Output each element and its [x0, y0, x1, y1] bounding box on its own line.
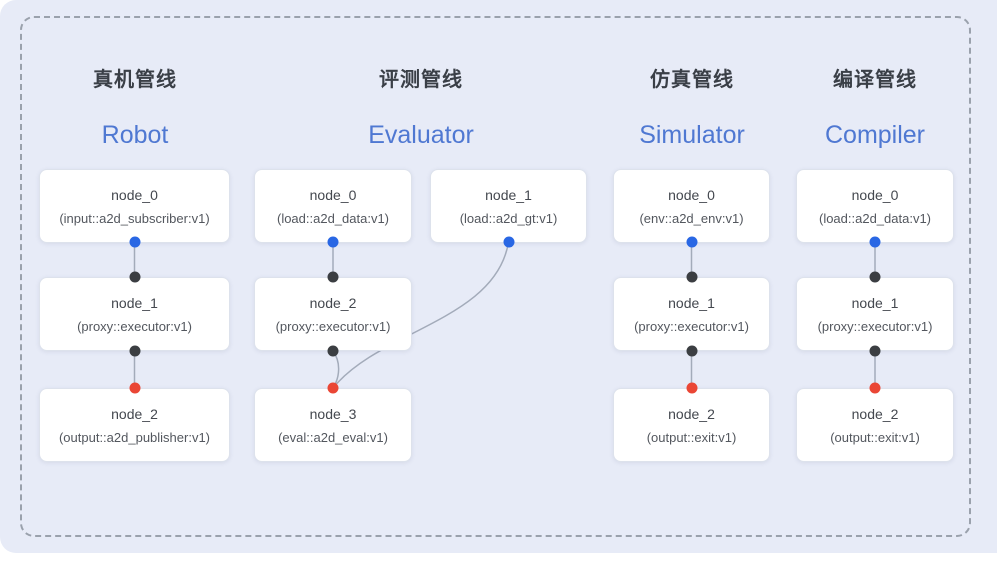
- node-box-evaluator-node3: node_3 (eval::a2d_eval:v1): [254, 388, 412, 462]
- node-name: node_2: [851, 405, 899, 422]
- input-port-dot-black: [129, 271, 140, 283]
- pipeline-title-en-robot: Robot: [101, 121, 169, 149]
- node-box-compiler-node0: node_0 (load::a2d_data:v1): [796, 169, 954, 243]
- node-type: (eval::a2d_eval:v1): [278, 429, 388, 445]
- output-port-dot-blue: [503, 236, 514, 248]
- node-box-simulator-node1: node_1 (proxy::executor:v1): [613, 277, 770, 351]
- pipeline-title-zh-compiler: 编译管线: [833, 69, 917, 91]
- node-box-evaluator-node1: node_1 (load::a2d_gt:v1): [430, 169, 587, 243]
- node-type: (proxy::executor:v1): [77, 318, 192, 334]
- node-type: (input::a2d_subscriber:v1): [59, 210, 210, 226]
- node-type: (proxy::executor:v1): [634, 318, 749, 334]
- pipeline-title-zh-robot: 真机管线: [93, 69, 177, 91]
- node-box-robot-node0: node_0 (input::a2d_subscriber:v1): [39, 169, 230, 243]
- input-port-dot-black: [869, 271, 881, 283]
- node-box-evaluator-node0: node_0 (load::a2d_data:v1): [254, 169, 412, 243]
- input-port-dot-black: [327, 271, 339, 283]
- node-name: node_2: [309, 294, 357, 311]
- input-port-dot-red: [327, 382, 339, 394]
- node-name: node_0: [668, 186, 715, 203]
- input-port-dot-black: [686, 271, 697, 283]
- node-type: (output::a2d_publisher:v1): [58, 429, 211, 445]
- node-type: (proxy::executor:v1): [817, 318, 933, 334]
- output-port-dot-blue: [686, 236, 697, 248]
- output-port-dot-blue: [869, 236, 881, 248]
- node-box-simulator-node0: node_0 (env::a2d_env:v1): [613, 169, 770, 243]
- input-port-dot-red: [129, 382, 140, 394]
- node-box-compiler-node1: node_1 (proxy::executor:v1): [796, 277, 954, 351]
- node-name: node_1: [111, 294, 158, 311]
- pipeline-title-en-evaluator: Evaluator: [368, 121, 474, 149]
- pipeline-title-zh-evaluator: 评测管线: [379, 69, 463, 91]
- output-port-dot-blue: [129, 236, 140, 248]
- input-port-dot-red: [686, 382, 697, 394]
- node-type: (load::a2d_gt:v1): [459, 210, 558, 226]
- output-port-dot-black: [327, 345, 339, 357]
- output-port-dot-blue: [327, 236, 339, 248]
- node-box-robot-node1: node_1 (proxy::executor:v1): [39, 277, 230, 351]
- node-name: node_0: [851, 186, 899, 203]
- node-box-evaluator-node2: node_2 (proxy::executor:v1): [254, 277, 412, 351]
- dashed-border-frame: [20, 16, 971, 537]
- pipeline-title-en-compiler: Compiler: [824, 121, 926, 149]
- output-port-dot-black: [686, 345, 697, 357]
- output-port-dot-black: [869, 345, 881, 357]
- node-name: node_0: [111, 186, 158, 203]
- node-type: (load::a2d_data:v1): [276, 210, 390, 226]
- pipeline-title-zh-simulator: 仿真管线: [650, 69, 734, 91]
- node-name: node_2: [668, 405, 715, 422]
- node-name: node_1: [485, 186, 532, 203]
- node-name: node_0: [309, 186, 357, 203]
- node-box-robot-node2: node_2 (output::a2d_publisher:v1): [39, 388, 230, 462]
- node-name: node_2: [111, 405, 158, 422]
- pipeline-title-en-simulator: Simulator: [639, 121, 745, 149]
- output-port-dot-black: [129, 345, 140, 357]
- node-box-compiler-node2: node_2 (output::exit:v1): [796, 388, 954, 462]
- node-box-simulator-node2: node_2 (output::exit:v1): [613, 388, 770, 462]
- node-name: node_3: [309, 405, 357, 422]
- node-type: (load::a2d_data:v1): [818, 210, 932, 226]
- node-type: (proxy::executor:v1): [275, 318, 391, 334]
- node-name: node_1: [851, 294, 899, 311]
- node-type: (output::exit:v1): [646, 429, 737, 445]
- node-type: (output::exit:v1): [830, 429, 920, 445]
- input-port-dot-red: [869, 382, 881, 394]
- node-type: (env::a2d_env:v1): [639, 210, 744, 226]
- node-name: node_1: [668, 294, 715, 311]
